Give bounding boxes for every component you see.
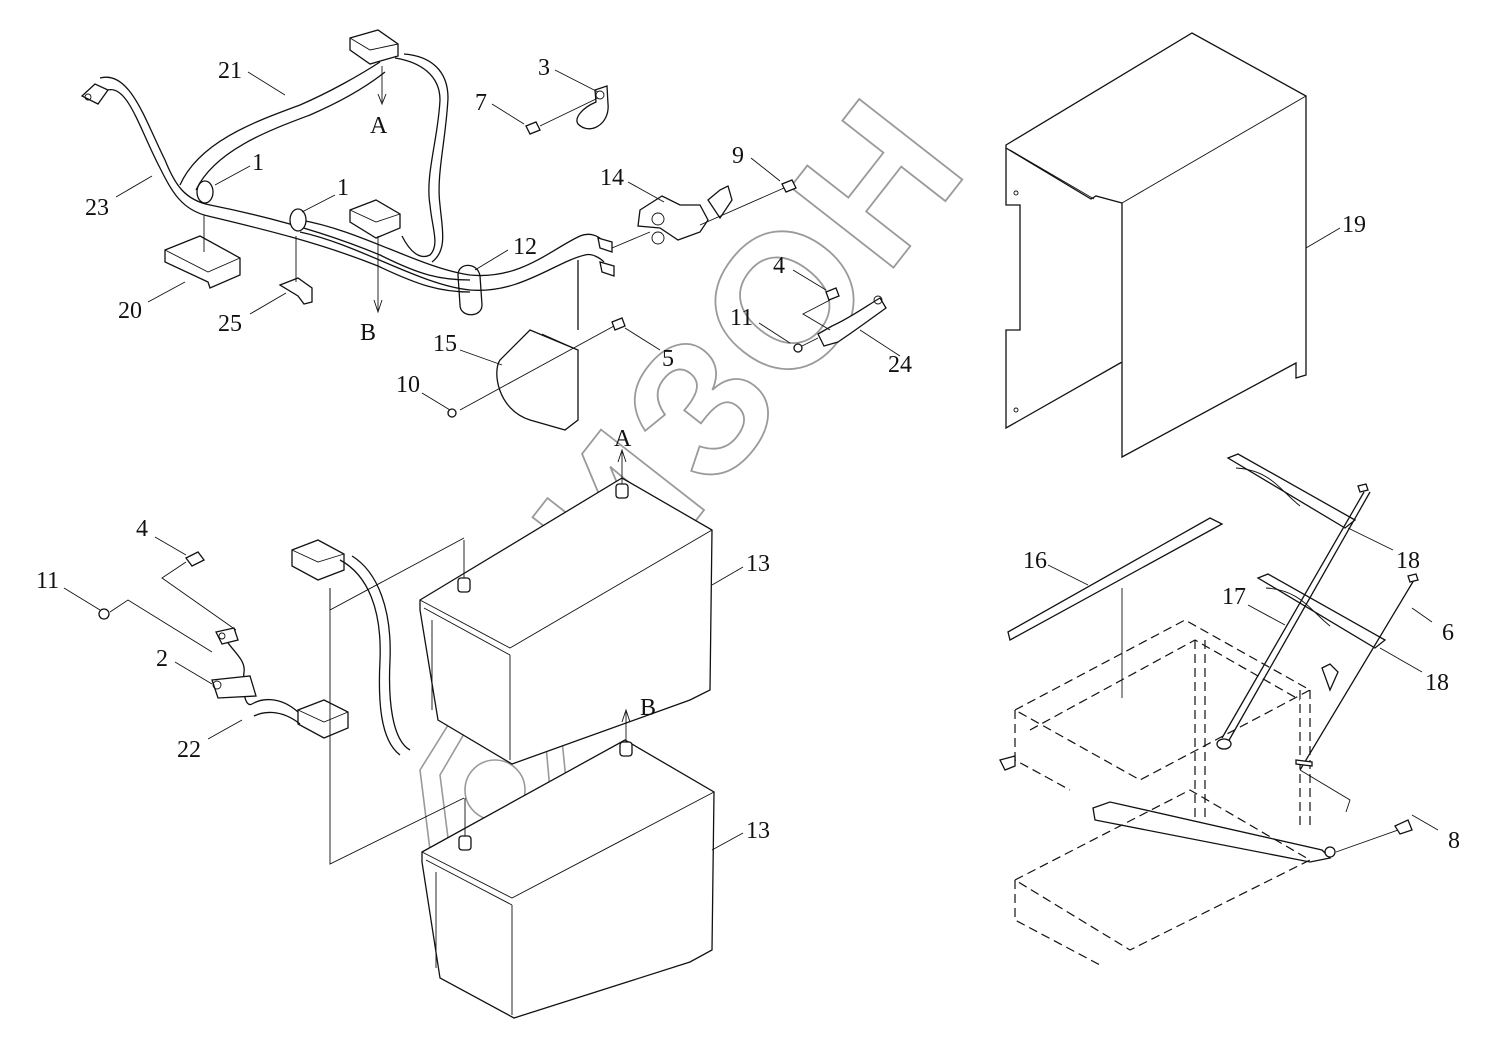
callout-10: 10 xyxy=(396,372,420,398)
callout-22: 22 xyxy=(177,737,201,763)
ref-b-battery: B xyxy=(640,695,656,721)
callout-19: 19 xyxy=(1342,212,1366,238)
battery-cover-part-19 xyxy=(1005,32,1307,459)
cable-harness xyxy=(80,29,615,316)
callout-1-a: 1 xyxy=(252,150,264,176)
callout-4-lower: 4 xyxy=(136,516,148,542)
callout-labels: 21 3 7 1 1 23 14 9 12 20 25 4 11 24 15 5… xyxy=(36,55,1460,854)
watermark: БИЗОН xyxy=(404,59,1007,881)
callout-16: 16 xyxy=(1023,548,1047,574)
connection-refs: A B A B xyxy=(360,113,656,721)
callout-24: 24 xyxy=(888,352,912,378)
callout-6: 6 xyxy=(1442,620,1454,646)
battery-lower-part-13 xyxy=(421,708,715,1019)
battery-switch-part-14 xyxy=(611,179,797,249)
callout-12: 12 xyxy=(513,234,537,260)
callout-11-lower: 11 xyxy=(36,568,59,594)
callout-15: 15 xyxy=(433,331,457,357)
callout-11-upper: 11 xyxy=(730,305,753,331)
terminal-cover-part-15 xyxy=(447,260,626,431)
ref-a-harness: A xyxy=(370,113,388,139)
battery-tray-part-17 xyxy=(999,517,1339,966)
ground-cable-part-22 xyxy=(98,537,465,865)
callout-25: 25 xyxy=(218,311,242,337)
callout-5: 5 xyxy=(662,346,674,372)
clamp-part-3 xyxy=(525,85,609,135)
callout-8: 8 xyxy=(1448,828,1460,854)
ref-b-harness: B xyxy=(360,320,376,346)
callout-14: 14 xyxy=(600,165,624,191)
ref-a-battery: A xyxy=(614,426,632,452)
callout-13-lower: 13 xyxy=(746,818,770,844)
callout-3: 3 xyxy=(538,55,550,81)
callout-23: 23 xyxy=(85,195,109,221)
jumper-cable-part-24 xyxy=(793,287,887,353)
callout-18-lower: 18 xyxy=(1425,670,1449,696)
callout-21: 21 xyxy=(218,58,242,84)
callout-17: 17 xyxy=(1222,584,1246,610)
callout-20: 20 xyxy=(118,298,142,324)
callout-1-b: 1 xyxy=(337,175,349,201)
callout-13-upper: 13 xyxy=(746,551,770,577)
callout-7: 7 xyxy=(475,90,487,116)
battery-upper-part-13 xyxy=(419,448,713,765)
callout-4-upper: 4 xyxy=(773,253,785,279)
callout-18-upper: 18 xyxy=(1396,548,1420,574)
callout-2: 2 xyxy=(156,646,168,672)
leader-lines xyxy=(63,69,1439,851)
hold-down-parts-18-6 xyxy=(1216,453,1419,858)
callout-9: 9 xyxy=(732,143,744,169)
